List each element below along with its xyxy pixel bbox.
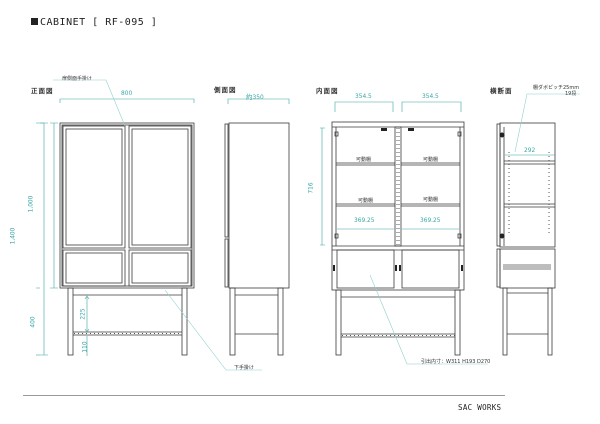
square-bullet-icon (31, 18, 38, 25)
shelf-label: 可動棚 (358, 198, 374, 204)
brand-label: SAC WORKS (458, 403, 502, 412)
door-pull-note: 扉側面手掛け (62, 76, 93, 82)
front-view (59, 122, 195, 356)
shelf-label: 可動棚 (423, 197, 439, 203)
shelf-label: 可動棚 (356, 157, 372, 163)
interior-left-width-dim: 369.25 (354, 216, 375, 224)
side-view-label: 側面図 (214, 86, 237, 94)
dowel-pitch-note: 棚ダボピッチ25mm (533, 85, 580, 91)
title-text: CABINET [ RF-095 ] (40, 17, 158, 28)
side-view (224, 122, 290, 356)
section-view (496, 122, 556, 356)
hardware (333, 128, 505, 271)
interior-view (331, 121, 465, 356)
section-view-label: 横断面 (490, 87, 513, 95)
front-view-label: 正面図 (31, 87, 54, 95)
drawing-title: CABINET [ RF-095 ] (31, 17, 157, 28)
front-width-dim: 800 (121, 89, 133, 97)
drawer-inner-size-note: 引出内寸：W311 H193 D270 (421, 359, 491, 365)
interior-right-width-dim: 369.25 (420, 216, 441, 224)
drawer-pull-note: 下手掛け (234, 365, 255, 371)
interior-view-label: 内面図 (316, 87, 339, 95)
section-depth-dim: 292 (524, 146, 536, 154)
side-depth-dim: 約350 (246, 93, 264, 101)
interior-top-right-dim: 354.5 (422, 92, 439, 100)
shelf-label: 可動棚 (423, 157, 439, 163)
interior-top-left-dim: 354.5 (355, 92, 372, 100)
footer-rule (23, 395, 505, 396)
